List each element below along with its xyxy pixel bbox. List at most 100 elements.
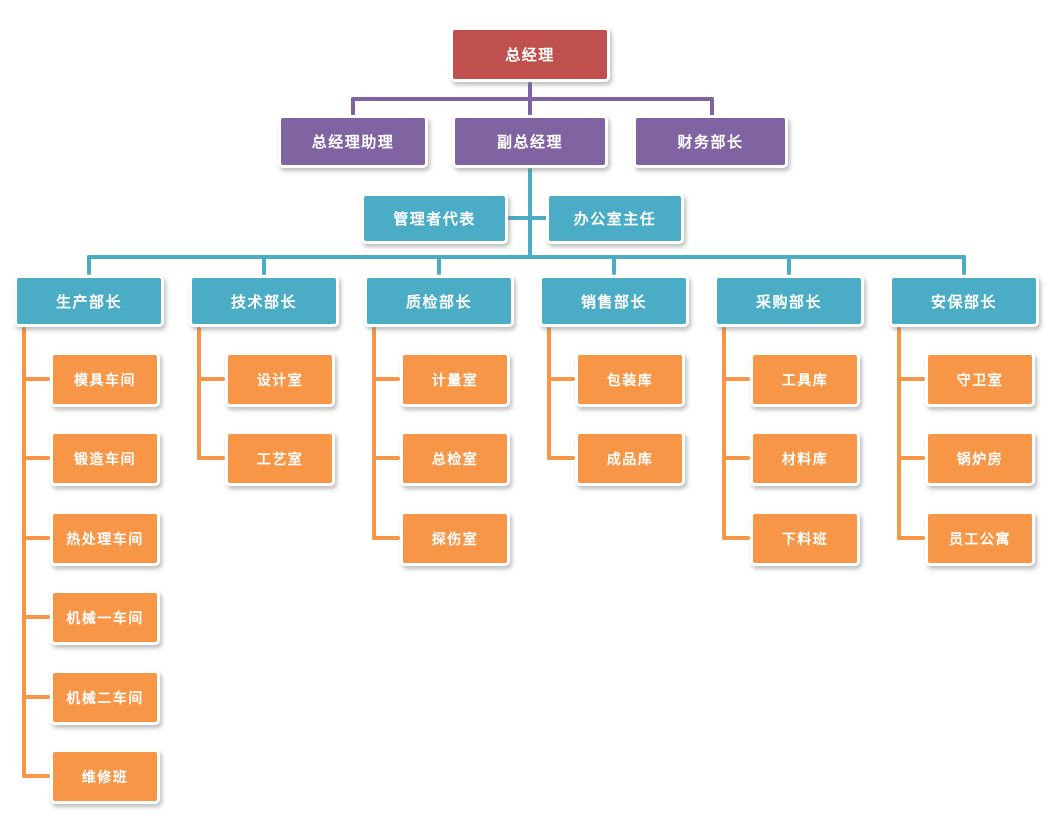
connector-dept-drop-4 — [612, 255, 616, 275]
node-label: 质检部长 — [405, 292, 472, 311]
node-label: 设计室 — [256, 372, 304, 389]
node-mold-workshop[interactable]: 模具车间 — [50, 352, 160, 407]
node-label: 下料班 — [781, 531, 829, 548]
connector-col6-stub-2 — [897, 456, 925, 460]
connector-col5-vertical — [722, 327, 726, 540]
connector-col4-vertical — [547, 327, 551, 460]
node-machinery-2-workshop[interactable]: 机械二车间 — [50, 670, 160, 725]
node-label: 生产部长 — [55, 292, 122, 311]
node-packaging-warehouse[interactable]: 包装库 — [575, 352, 685, 407]
connector-level2-drop-right — [710, 97, 714, 116]
connector-col3-vertical — [372, 327, 376, 540]
connector-col6-vertical — [897, 327, 901, 540]
connector-col3-stub-1 — [372, 377, 400, 381]
connector-dept-drop-1 — [87, 255, 91, 275]
node-label: 总经理 — [505, 46, 555, 64]
node-label: 采购部长 — [755, 292, 822, 311]
node-office-director[interactable]: 办公室主任 — [546, 193, 684, 244]
connector-col1-stub-6 — [22, 774, 50, 778]
node-guard-room[interactable]: 守卫室 — [925, 352, 1035, 407]
node-label: 模具车间 — [74, 372, 136, 389]
node-staff-apartment[interactable]: 员工公寓 — [925, 511, 1035, 566]
node-production-director[interactable]: 生产部长 — [14, 275, 164, 327]
node-security-director[interactable]: 安保部长 — [889, 275, 1039, 327]
node-label: 技术部长 — [230, 292, 297, 311]
connector-deputy-trunk — [528, 168, 532, 257]
connector-departments-rail — [87, 255, 966, 259]
node-label: 机械一车间 — [66, 610, 144, 627]
node-finance-director[interactable]: 财务部长 — [633, 115, 788, 168]
connector-col4-stub-1 — [547, 377, 575, 381]
connector-col2-vertical — [197, 327, 201, 460]
node-technology-director[interactable]: 技术部长 — [189, 275, 339, 327]
node-label: 总经理助理 — [311, 133, 395, 151]
node-label: 成品库 — [606, 451, 654, 468]
node-inspection-room[interactable]: 总检室 — [400, 431, 510, 486]
node-purchasing-director[interactable]: 采购部长 — [714, 275, 864, 327]
connector-col1-stub-2 — [22, 456, 50, 460]
node-cutting-team[interactable]: 下料班 — [750, 511, 860, 566]
node-label: 办公室主任 — [573, 210, 657, 228]
node-label: 副总经理 — [496, 133, 563, 151]
node-flaw-detection-room[interactable]: 探伤室 — [400, 511, 510, 566]
node-general-manager[interactable]: 总经理 — [450, 27, 610, 82]
connector-col2-stub-1 — [197, 377, 225, 381]
connector-col1-stub-3 — [22, 536, 50, 540]
connector-dept-drop-6 — [962, 255, 966, 275]
node-label: 材料库 — [781, 451, 829, 468]
node-label: 热处理车间 — [66, 531, 144, 548]
node-sales-director[interactable]: 销售部长 — [539, 275, 689, 327]
connector-col3-stub-2 — [372, 456, 400, 460]
node-forging-workshop[interactable]: 锻造车间 — [50, 431, 160, 486]
node-label: 守卫室 — [956, 372, 1004, 389]
connector-col5-stub-3 — [722, 536, 750, 540]
node-tool-warehouse[interactable]: 工具库 — [750, 352, 860, 407]
node-label: 维修班 — [81, 769, 129, 786]
node-label: 工艺室 — [256, 451, 304, 468]
connector-level2-drop-left — [351, 97, 355, 116]
node-heat-treatment-workshop[interactable]: 热处理车间 — [50, 511, 160, 566]
node-boiler-room[interactable]: 锅炉房 — [925, 431, 1035, 486]
node-deputy-gm[interactable]: 副总经理 — [452, 115, 608, 168]
connector-col6-stub-1 — [897, 377, 925, 381]
connector-col5-stub-2 — [722, 456, 750, 460]
connector-col1-stub-1 — [22, 377, 50, 381]
connector-col1-vertical — [22, 327, 26, 778]
connector-dept-drop-2 — [262, 255, 266, 275]
node-label: 销售部长 — [580, 292, 647, 311]
node-label: 员工公寓 — [949, 531, 1011, 548]
connector-col3-stub-3 — [372, 536, 400, 540]
node-label: 探伤室 — [431, 531, 479, 548]
connector-dept-drop-5 — [787, 255, 791, 275]
node-maintenance-team[interactable]: 维修班 — [50, 749, 160, 804]
node-machinery-1-workshop[interactable]: 机械一车间 — [50, 590, 160, 645]
node-label: 管理者代表 — [393, 210, 476, 228]
node-material-warehouse[interactable]: 材料库 — [750, 431, 860, 486]
node-label: 安保部长 — [930, 292, 997, 311]
connector-col5-stub-1 — [722, 377, 750, 381]
node-quality-director[interactable]: 质检部长 — [364, 275, 514, 327]
node-label: 财务部长 — [677, 133, 744, 151]
node-metrology-room[interactable]: 计量室 — [400, 352, 510, 407]
node-label: 工具库 — [781, 372, 829, 389]
node-process-office[interactable]: 工艺室 — [225, 431, 335, 486]
node-label: 包装库 — [606, 372, 654, 389]
node-label: 总检室 — [431, 451, 479, 468]
node-label: 机械二车间 — [66, 690, 144, 707]
node-label: 锅炉房 — [956, 451, 1004, 468]
node-label: 锻造车间 — [74, 451, 136, 468]
node-finished-goods-warehouse[interactable]: 成品库 — [575, 431, 685, 486]
node-gm-assistant[interactable]: 总经理助理 — [278, 115, 428, 168]
connector-col4-stub-2 — [547, 456, 575, 460]
node-management-rep[interactable]: 管理者代表 — [361, 193, 508, 244]
node-label: 计量室 — [431, 372, 479, 389]
connector-col6-stub-3 — [897, 536, 925, 540]
connector-col1-stub-5 — [22, 695, 50, 699]
node-design-office[interactable]: 设计室 — [225, 352, 335, 407]
connector-col2-stub-2 — [197, 456, 225, 460]
connector-staff-stub-left — [506, 216, 530, 220]
connector-dept-drop-3 — [437, 255, 441, 275]
connector-level2-horizontal — [351, 97, 714, 101]
connector-staff-stub-right — [530, 216, 548, 220]
